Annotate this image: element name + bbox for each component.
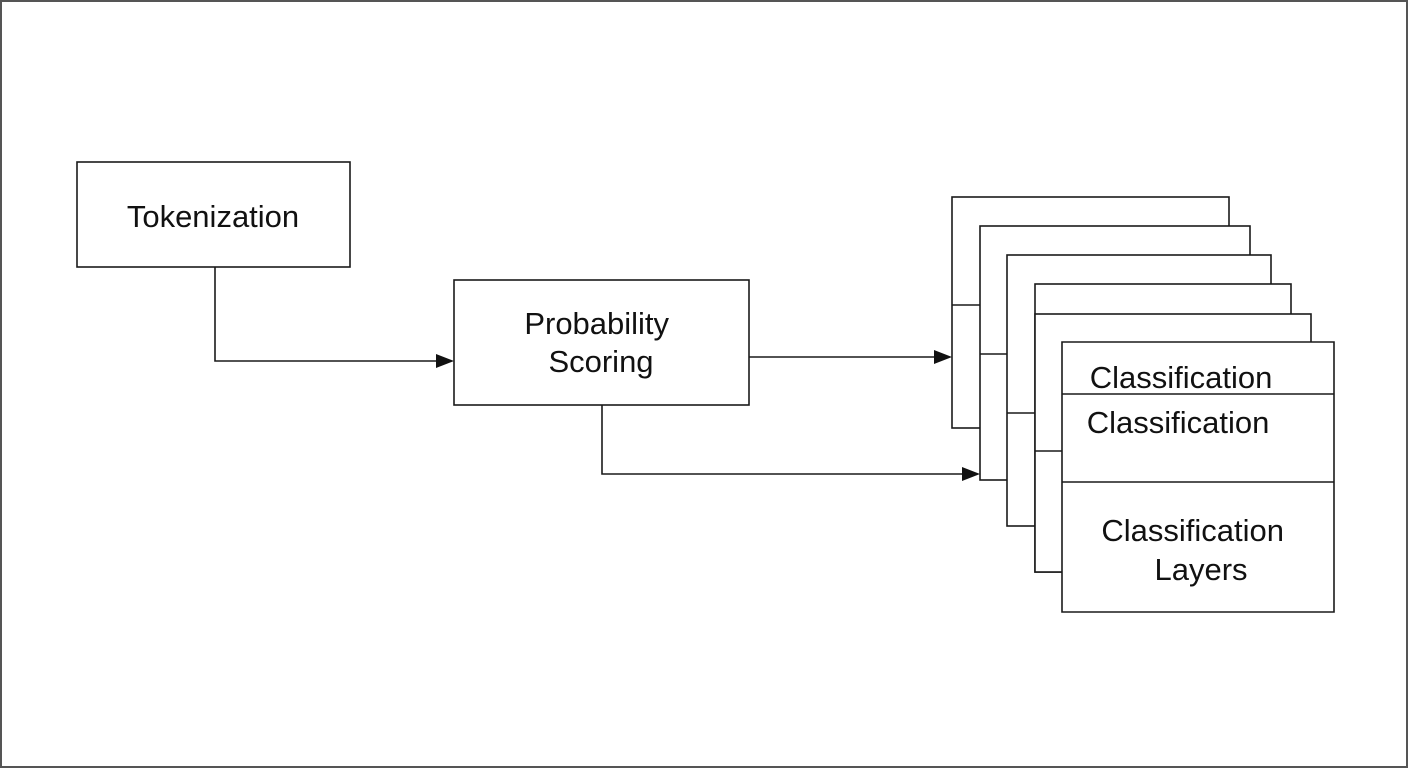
tokenization-label: Tokenization (127, 199, 299, 234)
edge-line (214, 267, 440, 362)
arrowhead (962, 467, 980, 481)
edge-scoring-to-stack-upper (749, 350, 952, 364)
probability-scoring-box (453, 279, 750, 406)
classification-middle-label: Classification (1087, 405, 1270, 440)
arrowhead (436, 354, 454, 368)
arrowhead (934, 350, 952, 364)
probability-scoring-label: Probability Scoring (524, 306, 677, 379)
edge-scoring-to-stack-lower (601, 405, 980, 481)
tokenization-box (76, 161, 351, 268)
classification-layers-line-2: Layers (1154, 552, 1247, 587)
edge-line (601, 405, 966, 475)
classification-layers-label: Classification Layers (1101, 513, 1292, 587)
probability-scoring-line-1: Probability (524, 306, 669, 341)
classification-top-label: Classification (1090, 360, 1273, 395)
classification-front-card (1061, 341, 1335, 613)
edge-tokenization-to-scoring (214, 267, 454, 368)
probability-scoring-line-2: Scoring (548, 344, 653, 379)
classification-layers-line-1: Classification (1101, 513, 1284, 548)
classification-stack: Classification Classification Classifica… (951, 196, 1335, 613)
